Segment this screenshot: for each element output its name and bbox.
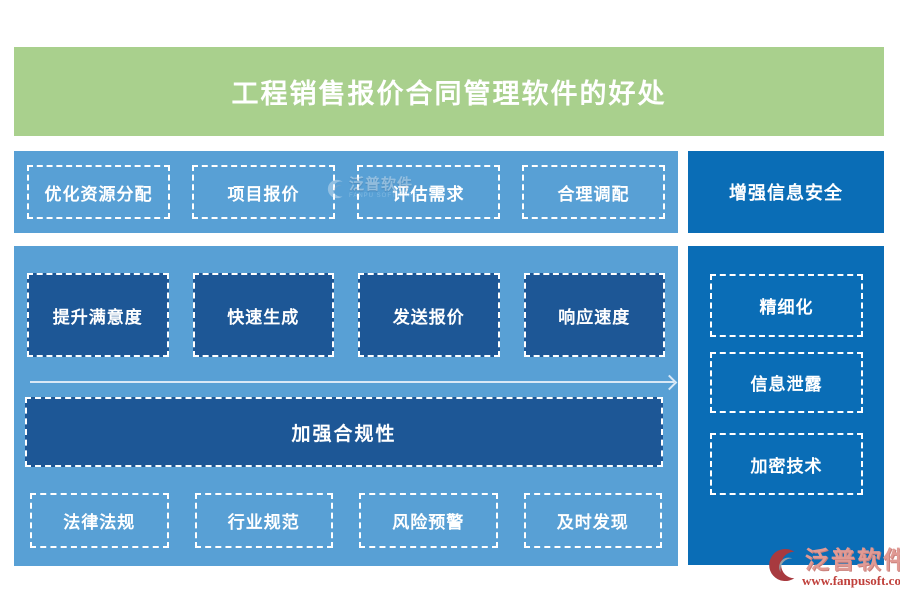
chip-refinement: 精细化 [710, 274, 863, 337]
security-panel: 精细化 信息泄露 加密技术 [688, 246, 884, 565]
box-send-quote: 发送报价 [358, 273, 500, 357]
info-security-header: 增强信息安全 [688, 151, 884, 233]
chip-assess-demand: 评估需求 [357, 165, 500, 219]
chip-risk-warning: 风险预警 [359, 493, 498, 548]
page-title: 工程销售报价合同管理软件的好处 [231, 79, 667, 109]
compliance-banner: 加强合规性 [25, 397, 663, 467]
chip-industry-standards: 行业规范 [194, 493, 333, 548]
fanpu-logo: 泛普软件 www.fanpusoft.com [766, 548, 900, 588]
fanpu-logo-crescent-icon [769, 548, 795, 582]
chip-resource-allocation: 优化资源分配 [27, 165, 170, 219]
chip-reasonable-allocation: 合理调配 [522, 165, 665, 219]
watermark-name: 泛普软件 [349, 177, 414, 193]
chip-timely-detection: 及时发现 [523, 493, 662, 548]
flow-arrow [30, 381, 674, 383]
chip-encryption: 加密技术 [710, 433, 863, 495]
chip-laws-regulations: 法律法规 [30, 493, 169, 548]
fanpu-crescent-icon [327, 179, 343, 198]
box-response-speed: 响应速度 [523, 273, 665, 357]
benefit-chip-row: 优化资源分配 项目报价 评估需求 合理调配 [14, 151, 678, 233]
chip-info-leak: 信息泄露 [710, 352, 863, 413]
title-banner: 工程销售报价合同管理软件的好处 [14, 47, 884, 136]
main-panel: 提升满意度 快速生成 发送报价 响应速度 加强合规性 法律法规 行业规范 风险预… [14, 246, 678, 566]
watermark-subtext: FANPU SOFTWARE [349, 193, 419, 199]
box-satisfaction: 提升满意度 [27, 273, 169, 357]
fanpu-logo-name: 泛普软件 [804, 548, 900, 574]
fanpu-logo-url: www.fanpusoft.com [802, 573, 900, 588]
box-quick-generate: 快速生成 [192, 273, 334, 357]
chip-project-quote: 项目报价 [192, 165, 335, 219]
fanpu-watermark: 泛普软件 FANPU SOFTWARE [326, 177, 418, 200]
solid-box-row: 提升满意度 快速生成 发送报价 响应速度 [14, 273, 678, 357]
dashed-chip-row: 法律法规 行业规范 风险预警 及时发现 [14, 493, 678, 548]
